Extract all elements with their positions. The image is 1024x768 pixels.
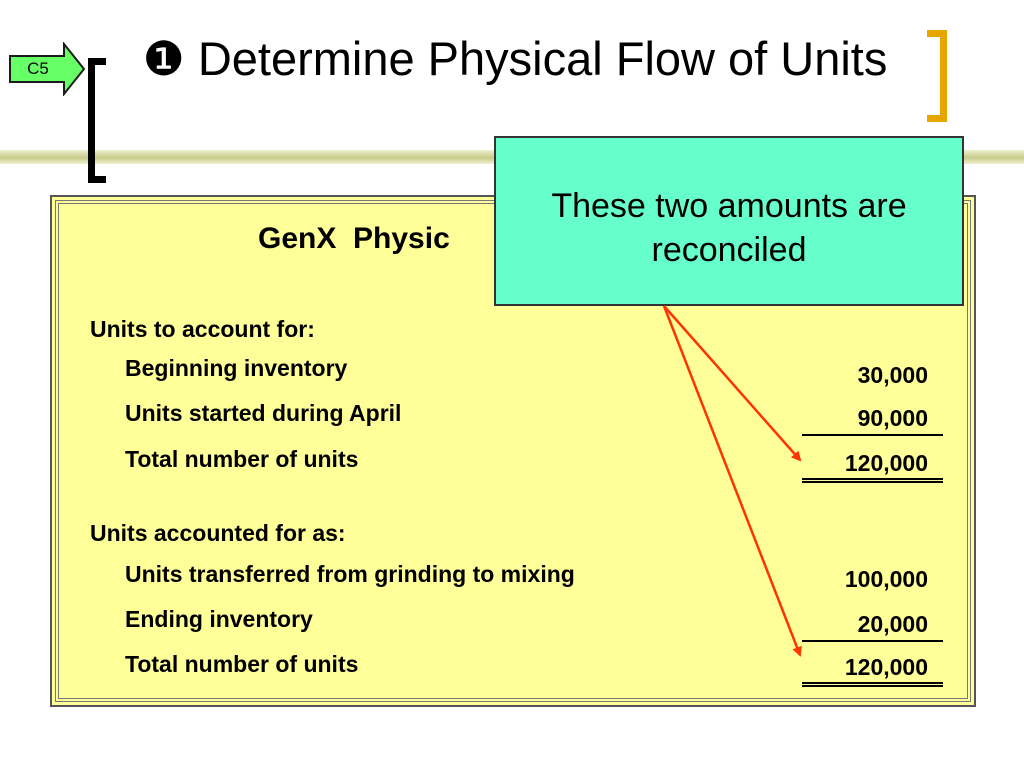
arrow-to-total-1: [663, 305, 802, 462]
row-amount-ending-inventory: 20,000: [857, 611, 928, 637]
section-tag-arrow-icon: [9, 42, 86, 96]
total-rule-1: [802, 478, 943, 483]
slide-title-text: Determine Physical Flow of Units: [197, 32, 888, 85]
subtotal-rule-2: [802, 640, 943, 642]
reconciled-callout: These two amounts are reconciled: [494, 136, 964, 306]
row-label-beginning-inventory: Beginning inventory: [125, 355, 348, 381]
row-label-ending-inventory: Ending inventory: [125, 606, 313, 632]
row-amount-units-transferred: 100,000: [844, 566, 928, 592]
row-label-total-units-2: Total number of units: [125, 651, 359, 677]
row-label-units-transferred: Units transferred from grinding to mixin…: [125, 561, 575, 587]
title-bracket-right: [927, 30, 947, 122]
units-accounted-header: Units accounted for as:: [90, 520, 346, 546]
row-label-total-units-1: Total number of units: [125, 446, 359, 472]
arrow-to-total-2: [662, 305, 802, 657]
row-label-units-started: Units started during April: [125, 400, 402, 426]
subtotal-rule-1: [802, 434, 943, 436]
step-one-icon: ❶: [142, 32, 185, 85]
row-amount-units-started: 90,000: [857, 405, 928, 431]
slide-title: ❶ Determine Physical Flow of Units: [110, 30, 920, 88]
section-tag: C5: [27, 59, 49, 78]
row-amount-total-units-1: 120,000: [844, 450, 928, 476]
report-title: GenX Physic: [258, 222, 450, 255]
total-rule-2: [802, 682, 943, 687]
title-bracket-left: [88, 58, 106, 183]
units-to-account-header: Units to account for:: [90, 316, 315, 342]
row-amount-beginning-inventory: 30,000: [857, 362, 928, 388]
row-amount-total-units-2: 120,000: [844, 654, 928, 680]
